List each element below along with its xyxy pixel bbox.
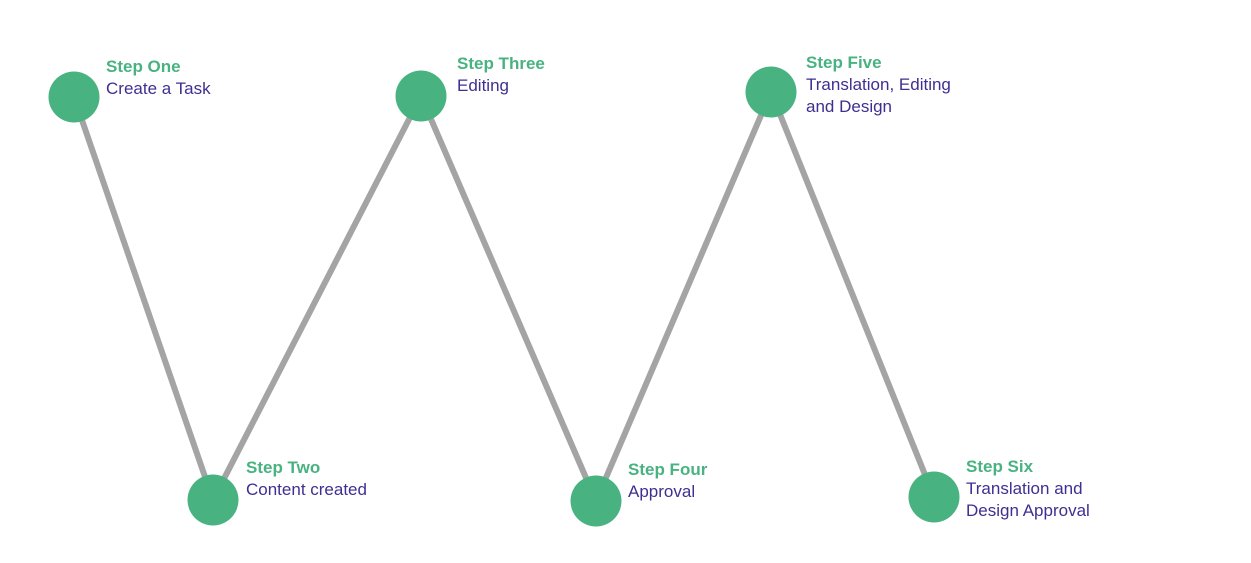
step-nodes <box>48 66 960 527</box>
step-five-label: Step Five Translation, Editing and Desig… <box>806 52 951 118</box>
step-six-node <box>908 471 960 523</box>
step-five-title: Step Five <box>806 53 882 72</box>
connector-four-to-five <box>593 89 774 504</box>
step-five-description: Translation, Editing and Design <box>806 75 951 116</box>
step-one-description: Create a Task <box>106 79 211 98</box>
connector-lines <box>71 89 937 504</box>
step-one-label: Step One Create a Task <box>106 56 211 100</box>
step-one-node <box>48 71 100 123</box>
step-six-description: Translation and Design Approval <box>966 479 1090 520</box>
connector-five-to-six <box>768 89 937 500</box>
step-one-title: Step One <box>106 57 181 76</box>
step-three-label: Step Three Editing <box>457 53 545 97</box>
connector-three-to-four <box>418 93 599 504</box>
step-three-node <box>395 70 447 122</box>
step-two-description: Content created <box>246 480 367 499</box>
step-three-description: Editing <box>457 76 509 95</box>
step-four-description: Approval <box>628 482 696 501</box>
step-two-label: Step Two Content created <box>246 457 367 501</box>
connector-two-to-three <box>210 93 424 503</box>
connector-one-to-two <box>71 94 216 503</box>
step-six-label: Step Six Translation and Design Approval <box>966 456 1090 522</box>
step-six-title: Step Six <box>966 457 1034 476</box>
step-three-title: Step Three <box>457 54 545 73</box>
step-two-node <box>187 474 239 526</box>
step-four-node <box>570 475 622 527</box>
step-five-node <box>745 66 797 118</box>
step-four-label: Step Four Approval <box>628 459 707 503</box>
step-two-title: Step Two <box>246 458 321 477</box>
step-four-title: Step Four <box>628 460 708 479</box>
